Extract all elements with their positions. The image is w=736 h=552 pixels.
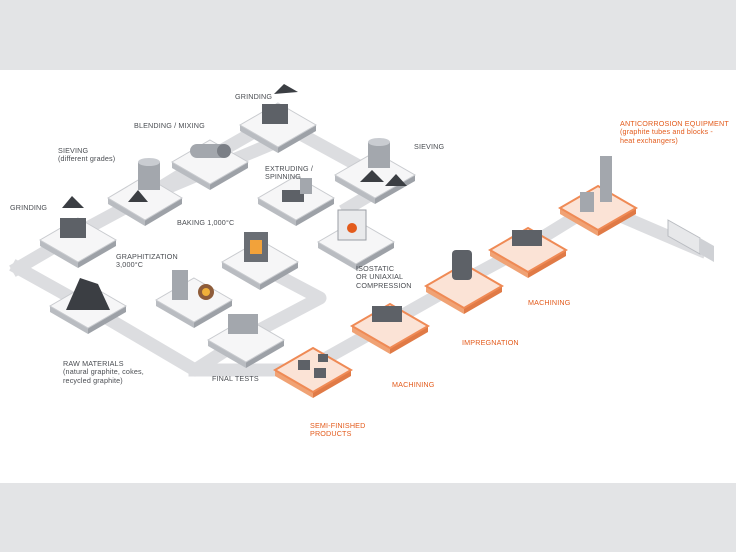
tile-grinding-left	[39, 196, 117, 268]
tile-baking	[221, 232, 299, 290]
tile-blending	[171, 139, 249, 190]
label-sieving-left: SIEVING (different grades)	[58, 146, 116, 164]
label-baking: BAKING 1,000°C	[177, 218, 235, 227]
truck-icon	[667, 219, 714, 262]
label-sieving-right: SIEVING	[414, 142, 445, 151]
tile-isostatic	[317, 209, 395, 270]
label-extruding: EXTRUDING / SPINNING	[265, 164, 313, 182]
label-impregnation: IMPREGNATION	[462, 338, 519, 347]
diagram-graphics	[9, 84, 714, 398]
label-machining-2: MACHINING	[528, 298, 571, 307]
tile-semi-finished	[273, 346, 353, 398]
tile-sieving-right	[333, 138, 417, 204]
label-blending: BLENDING / MIXING	[134, 121, 205, 130]
label-isostatic: ISOSTATIC OR UNIAXIAL COMPRESSION	[356, 264, 412, 290]
tile-extruding	[257, 175, 335, 226]
tile-graphitization	[155, 270, 233, 328]
tile-impregnation	[424, 250, 504, 314]
tile-machining-1	[350, 302, 430, 354]
process-diagram: GRINDING BLENDING / MIXING SIEVING (diff…	[0, 70, 736, 483]
label-machining-1: MACHINING	[392, 380, 435, 389]
tile-raw-materials	[49, 278, 127, 334]
tile-final-tests	[207, 314, 285, 368]
label-semi-finished: SEMI-FINISHED PRODUCTS	[310, 421, 366, 439]
tile-anticorrosion	[558, 156, 638, 236]
top-letterbox	[0, 0, 736, 70]
tile-machining-2	[488, 226, 568, 278]
bottom-letterbox	[0, 483, 736, 552]
tile-sieving-left	[107, 158, 183, 226]
label-raw-materials: RAW MATERIALS (natural graphite, cokes, …	[63, 359, 144, 385]
label-final-tests: FINAL TESTS	[212, 374, 259, 383]
label-graphitization: GRAPHITIZATION 3,000°C	[116, 252, 178, 270]
label-anticorrosion: ANTICORROSION EQUIPMENT (graphite tubes …	[620, 119, 729, 145]
label-grinding-left: GRINDING	[10, 203, 48, 212]
tile-grinding-top	[239, 84, 317, 153]
label-grinding-top: GRINDING	[235, 92, 273, 101]
